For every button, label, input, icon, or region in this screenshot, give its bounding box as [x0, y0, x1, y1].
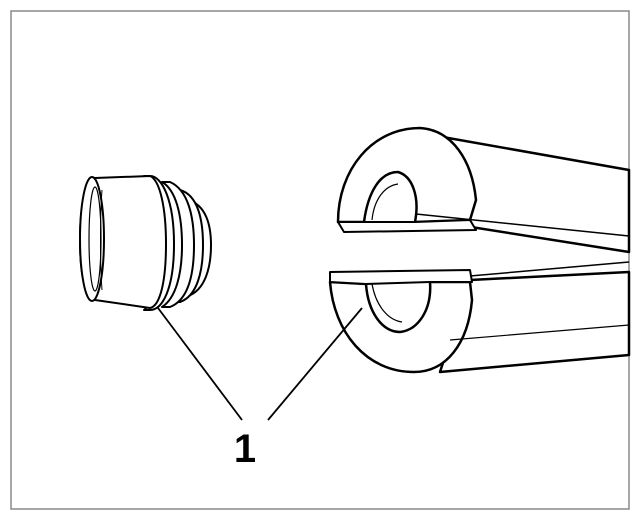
leader-line-tube: [267, 307, 363, 421]
seal-rear-ring-1: [161, 181, 195, 308]
callout-leaders: [157, 307, 363, 421]
lower-slot-edge: [469, 261, 630, 277]
callout-number: 1: [234, 427, 256, 471]
lower-bore-inner: [371, 283, 403, 323]
upper-ring-face: [336, 126, 478, 224]
upper-tine-underside: [337, 219, 477, 233]
slotted-tube: [328, 126, 631, 374]
lower-tine-topside: [329, 269, 473, 285]
upper-bore-inner: [371, 183, 399, 221]
seal-bushing: [79, 175, 212, 311]
seal-highlight: [100, 189, 103, 291]
leader-line-seal: [157, 307, 243, 421]
upper-slot-edge: [415, 213, 630, 237]
lower-shaft-edge: [449, 324, 630, 341]
lower-ring-face: [328, 280, 474, 374]
seal-front-inner: [88, 186, 102, 292]
